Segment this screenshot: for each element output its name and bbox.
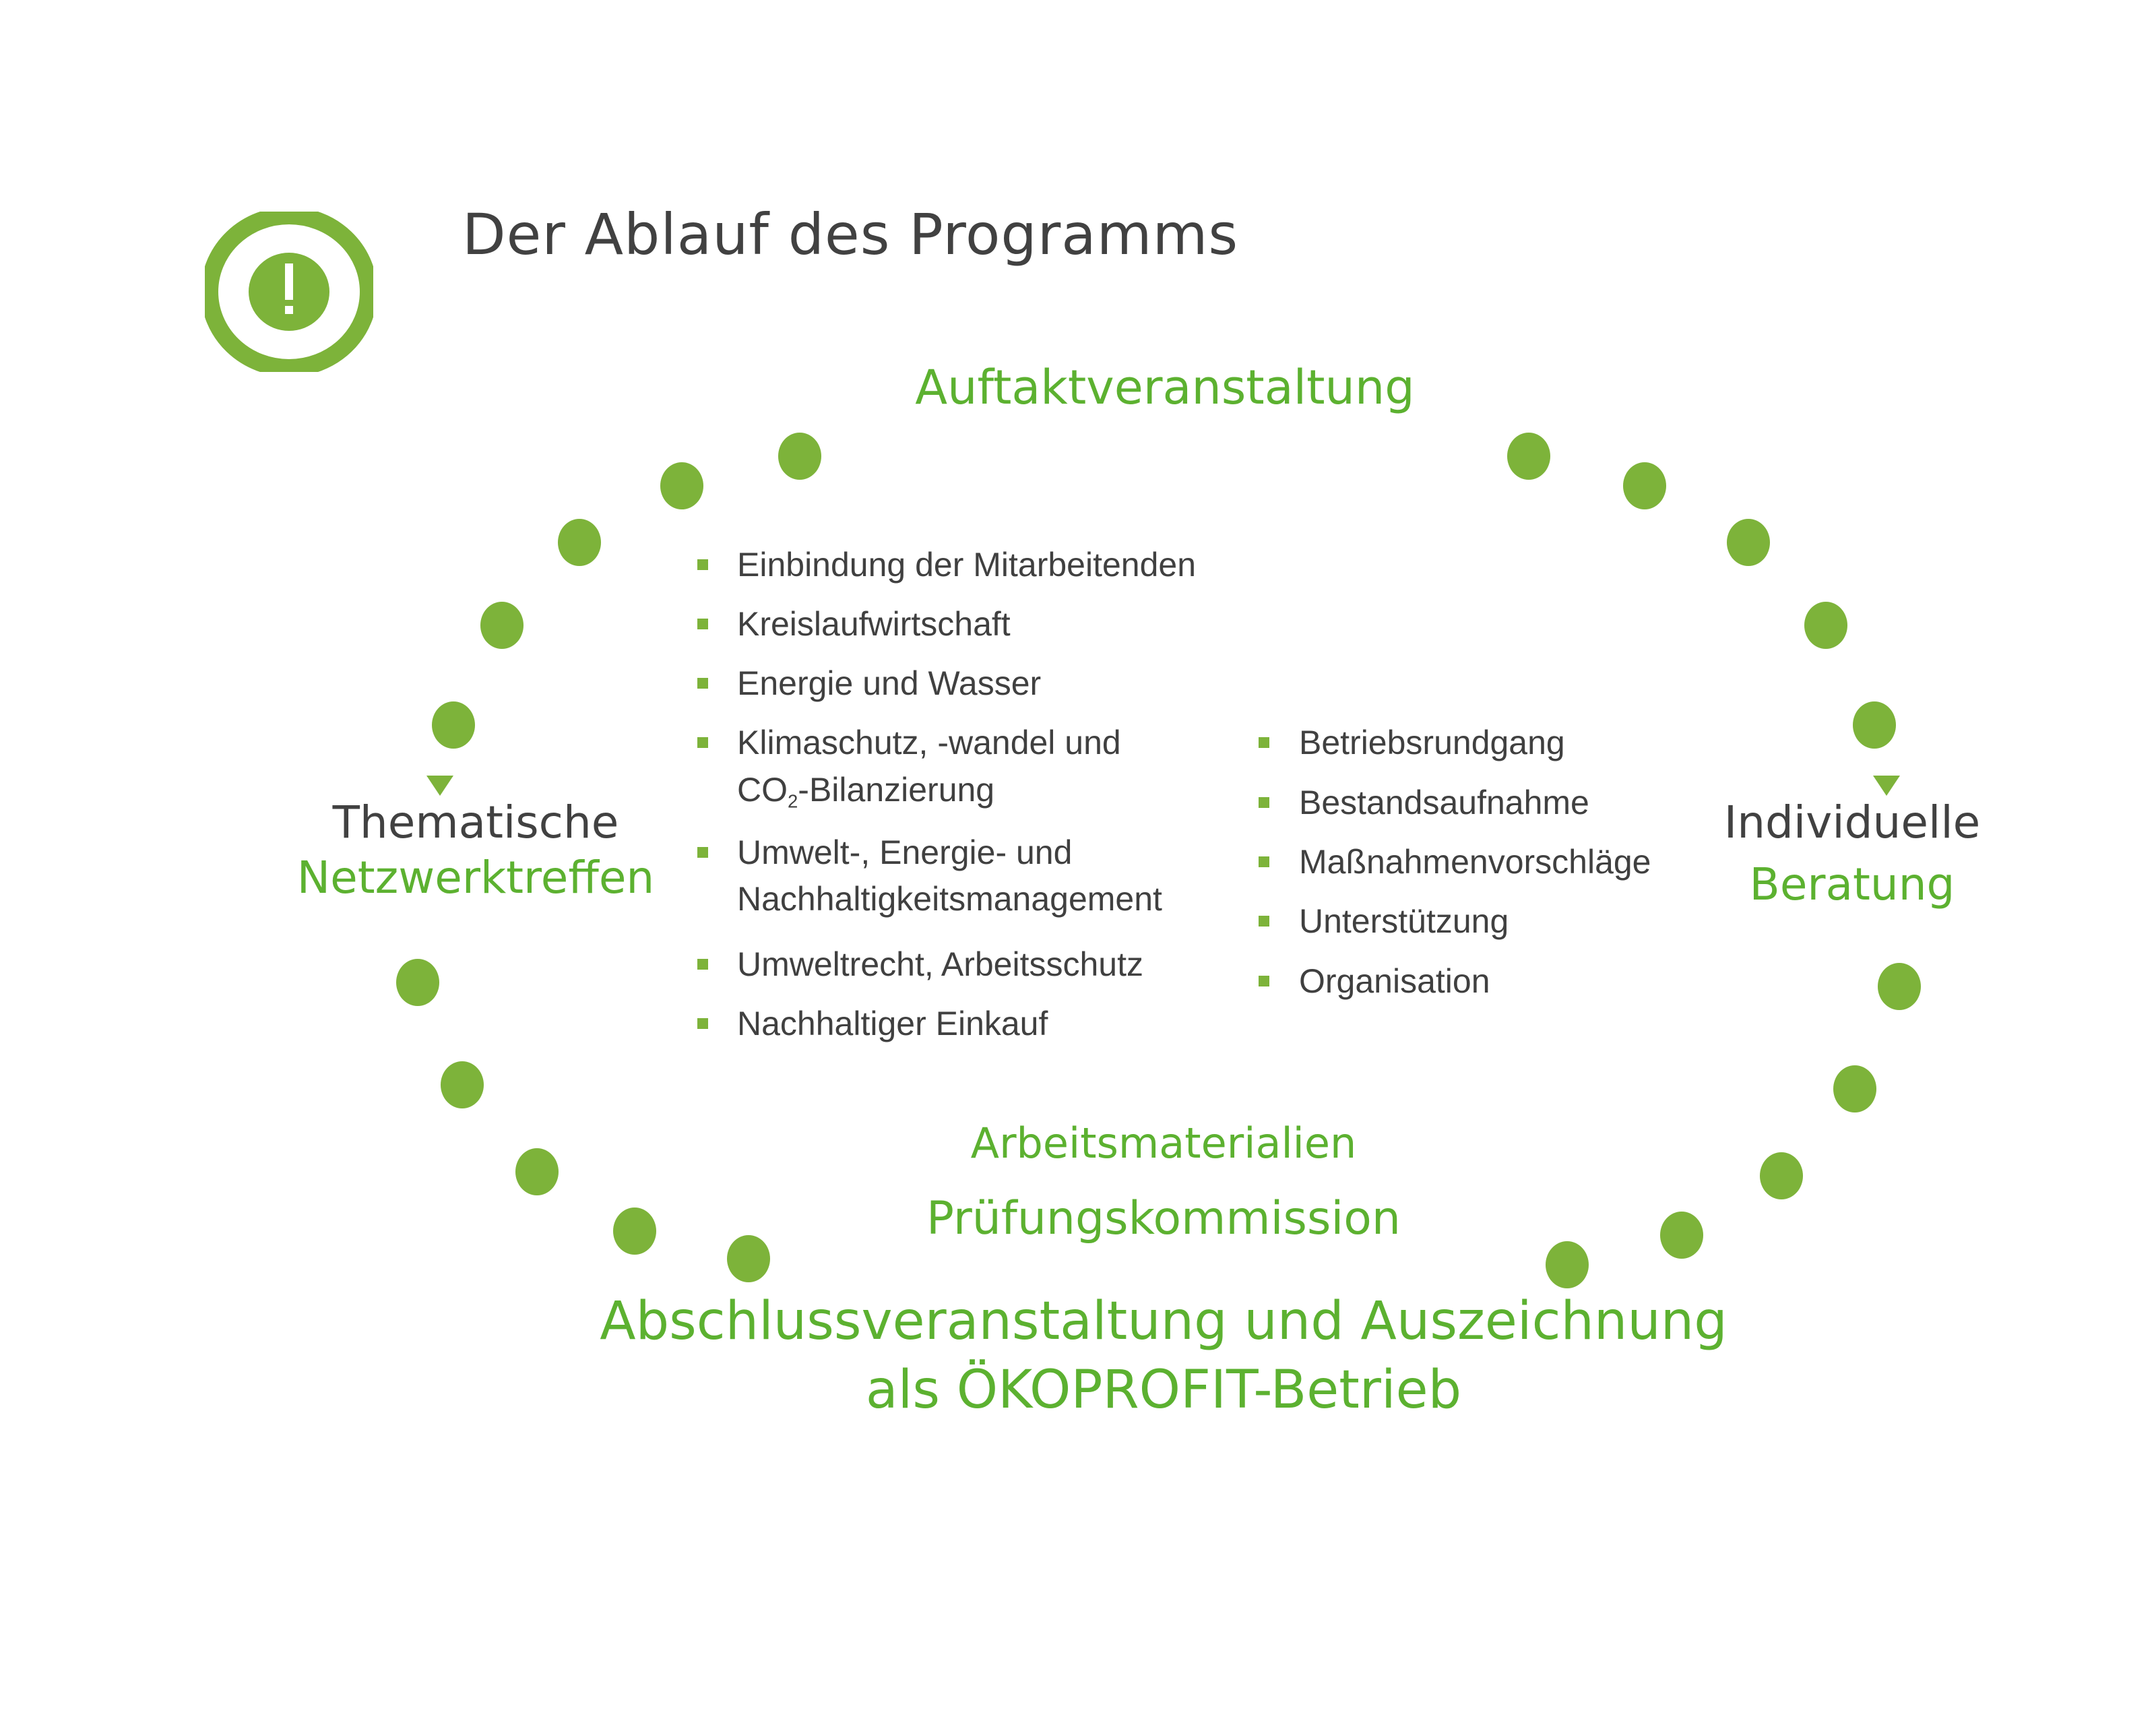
stage-final-event-line2: als ÖKOPROFIT-Betrieb xyxy=(865,1360,1462,1420)
cycle-dot xyxy=(1727,519,1770,566)
cycle-dot xyxy=(1760,1152,1803,1199)
cycle-dot xyxy=(778,433,821,480)
list-item-continuation: Nachhaltigkeitsmanagement xyxy=(737,880,1162,918)
list-item: Umweltrecht, Arbeitsschutz xyxy=(737,945,1143,983)
cycle-dot xyxy=(1660,1212,1703,1259)
page-title: Der Ablauf des Programms xyxy=(462,201,1239,268)
cycle-dot xyxy=(1833,1065,1876,1112)
cycle-dot xyxy=(1546,1241,1589,1288)
bullet-icon xyxy=(1259,797,1269,808)
stage-work-materials: Arbeitsmaterialien xyxy=(970,1119,1357,1168)
list-item: Betriebsrundgang xyxy=(1299,724,1565,761)
stage-individual-label: Individuelle xyxy=(1723,796,1981,848)
list-item: Kreislaufwirtschaft xyxy=(737,605,1011,643)
bullet-icon xyxy=(697,678,708,689)
cycle-dot xyxy=(558,519,601,566)
list-item: Maßnahmenvorschläge xyxy=(1299,843,1651,881)
bullet-icon xyxy=(697,847,708,858)
cycle-dot xyxy=(515,1148,559,1195)
list-item: Nachhaltiger Einkauf xyxy=(737,1005,1048,1042)
cycle-dot xyxy=(1804,602,1847,649)
cycle-dot xyxy=(432,701,475,749)
bullet-icon xyxy=(697,959,708,970)
exclamation-circle-icon xyxy=(201,207,377,377)
bullet-icon xyxy=(697,737,708,748)
bullet-icon xyxy=(697,1018,708,1029)
stage-audit-commission: Prüfungskommission xyxy=(926,1192,1401,1245)
bullet-icon xyxy=(1259,976,1269,986)
stage-consulting: Beratung xyxy=(1749,858,1955,910)
cycle-dot xyxy=(660,462,703,509)
cycle-dot xyxy=(1878,963,1921,1010)
list-item: Organisation xyxy=(1299,962,1490,1000)
list-item: Unterstützung xyxy=(1299,902,1509,940)
cycle-dot xyxy=(613,1208,656,1255)
list-item: Umwelt-, Energie- und xyxy=(737,834,1073,871)
list-item: Energie und Wasser xyxy=(737,664,1042,702)
bullet-icon xyxy=(1259,737,1269,748)
arrow-down-icon xyxy=(426,776,453,796)
list-item: Einbindung der Mitarbeitenden xyxy=(737,546,1197,584)
stage-kickoff-event: Auftaktveranstaltung xyxy=(915,360,1415,415)
cycle-dot xyxy=(1623,462,1666,509)
arrow-down-icon xyxy=(1873,776,1900,796)
list-item-continuation: CO2-Bilanzierung xyxy=(737,771,995,812)
stage-final-event-line1: Abschlussveranstaltung und Auszeichnung xyxy=(600,1291,1727,1352)
cycle-dot xyxy=(441,1061,484,1108)
cycle-dot xyxy=(727,1235,770,1282)
bullet-icon xyxy=(1259,856,1269,867)
cycle-dot xyxy=(1853,701,1896,749)
cycle-dot xyxy=(1507,433,1550,480)
bullet-icon xyxy=(697,619,708,629)
cycle-dot xyxy=(480,602,524,649)
list-item: Klimaschutz, -wandel und xyxy=(737,724,1121,761)
list-item: Bestandsaufnahme xyxy=(1299,784,1589,821)
cycle-dot xyxy=(396,959,439,1006)
bullet-icon xyxy=(697,559,708,570)
stage-thematic-label: Thematische xyxy=(332,796,619,848)
bullet-icon xyxy=(1259,916,1269,927)
stage-network-meetings: Netzwerktreffen xyxy=(296,852,655,904)
